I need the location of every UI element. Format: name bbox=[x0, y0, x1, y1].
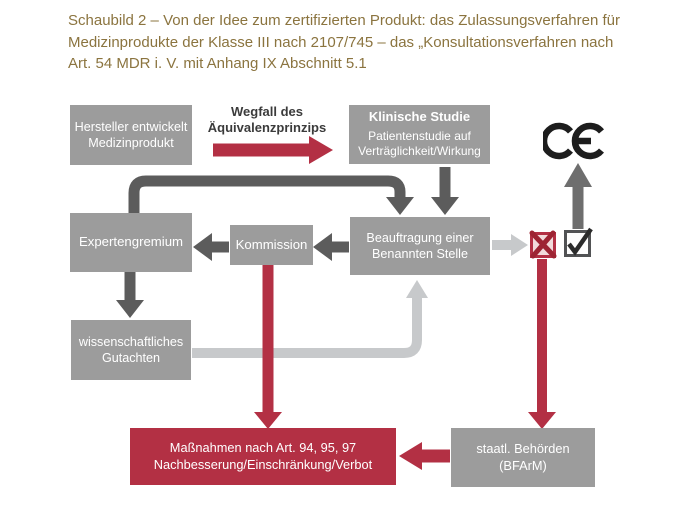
node-behoerden-line2: (BFArM) bbox=[499, 457, 547, 473]
check-mark-icon bbox=[567, 227, 593, 256]
node-klinische-title: Klinische Studie bbox=[368, 109, 471, 125]
arrow-kommission-to-massnahmen bbox=[254, 265, 282, 429]
caption-line-2: Medizinprodukte der Klasse III nach 2107… bbox=[68, 33, 614, 51]
approve-checkbox bbox=[564, 227, 593, 257]
node-gutachten-label: wissenschaftliches Gutachten bbox=[78, 334, 184, 365]
node-gutachten: wissenschaftliches Gutachten bbox=[71, 320, 191, 380]
node-hersteller-label: Hersteller entwickelt Medizinprodukt bbox=[74, 119, 188, 150]
arrow-expertengremium-to-gutachten bbox=[116, 272, 144, 318]
node-expertengremium-label: Expertengremium bbox=[78, 234, 184, 250]
arrow-beauftragung-to-decision bbox=[492, 234, 528, 256]
arrow-kommission-to-expertengremium bbox=[193, 233, 229, 261]
node-massnahmen-line1: Maßnahmen nach Art. 94, 95, 97 bbox=[169, 440, 357, 456]
node-beauftragung-label: Beauftragung einer Benannten Stelle bbox=[366, 230, 474, 261]
ce-mark-icon bbox=[540, 121, 605, 166]
node-behoerden: staatl. Behörden (BFArM) bbox=[451, 428, 595, 487]
arrow-klinische-to-beauftragung bbox=[431, 167, 459, 215]
caption-line-3: Art. 54 MDR i. V. mit Anhang IX Abschnit… bbox=[68, 55, 367, 72]
arrow-wegfall bbox=[213, 136, 333, 164]
node-beauftragung: Beauftragung einer Benannten Stelle bbox=[350, 217, 490, 275]
node-hersteller: Hersteller entwickelt Medizinprodukt bbox=[70, 105, 192, 165]
node-kommission: Kommission bbox=[230, 225, 313, 265]
caption-line-1: Schaubild 2 – Von der Idee zum zertifizi… bbox=[68, 12, 620, 29]
arrow-gutachten-to-beauftragung bbox=[192, 280, 428, 358]
arrow-approve-to-ce bbox=[564, 163, 592, 229]
node-klinische-studie: Klinische Studie Patientenstudie auf Ver… bbox=[349, 105, 490, 164]
arrow-reject-to-behoerden bbox=[528, 259, 556, 429]
arrow-behoerden-to-massnahmen bbox=[399, 442, 450, 470]
figure-caption: Schaubild 2 – Von der Idee zum zertifizi… bbox=[68, 10, 660, 75]
x-mark-icon bbox=[529, 230, 557, 259]
node-kommission-label: Kommission bbox=[235, 236, 308, 252]
node-massnahmen: Maßnahmen nach Art. 94, 95, 97 Nachbesse… bbox=[130, 428, 396, 485]
node-massnahmen-line2: Nachbesserung/Einschränkung/Verbot bbox=[153, 456, 373, 472]
arrow-expertengremium-to-beauftragung bbox=[128, 175, 414, 215]
node-behoerden-line1: staatl. Behörden bbox=[476, 441, 570, 457]
node-klinische-subtitle: Patientenstudie auf Verträglichkeit/Wirk… bbox=[358, 128, 481, 159]
edge-label-wegfall: Wegfall des Äquivalenzprinzips bbox=[207, 104, 327, 135]
arrow-beauftragung-to-kommission bbox=[313, 233, 349, 261]
reject-checkbox bbox=[529, 230, 557, 259]
node-expertengremium: Expertengremium bbox=[70, 213, 192, 272]
